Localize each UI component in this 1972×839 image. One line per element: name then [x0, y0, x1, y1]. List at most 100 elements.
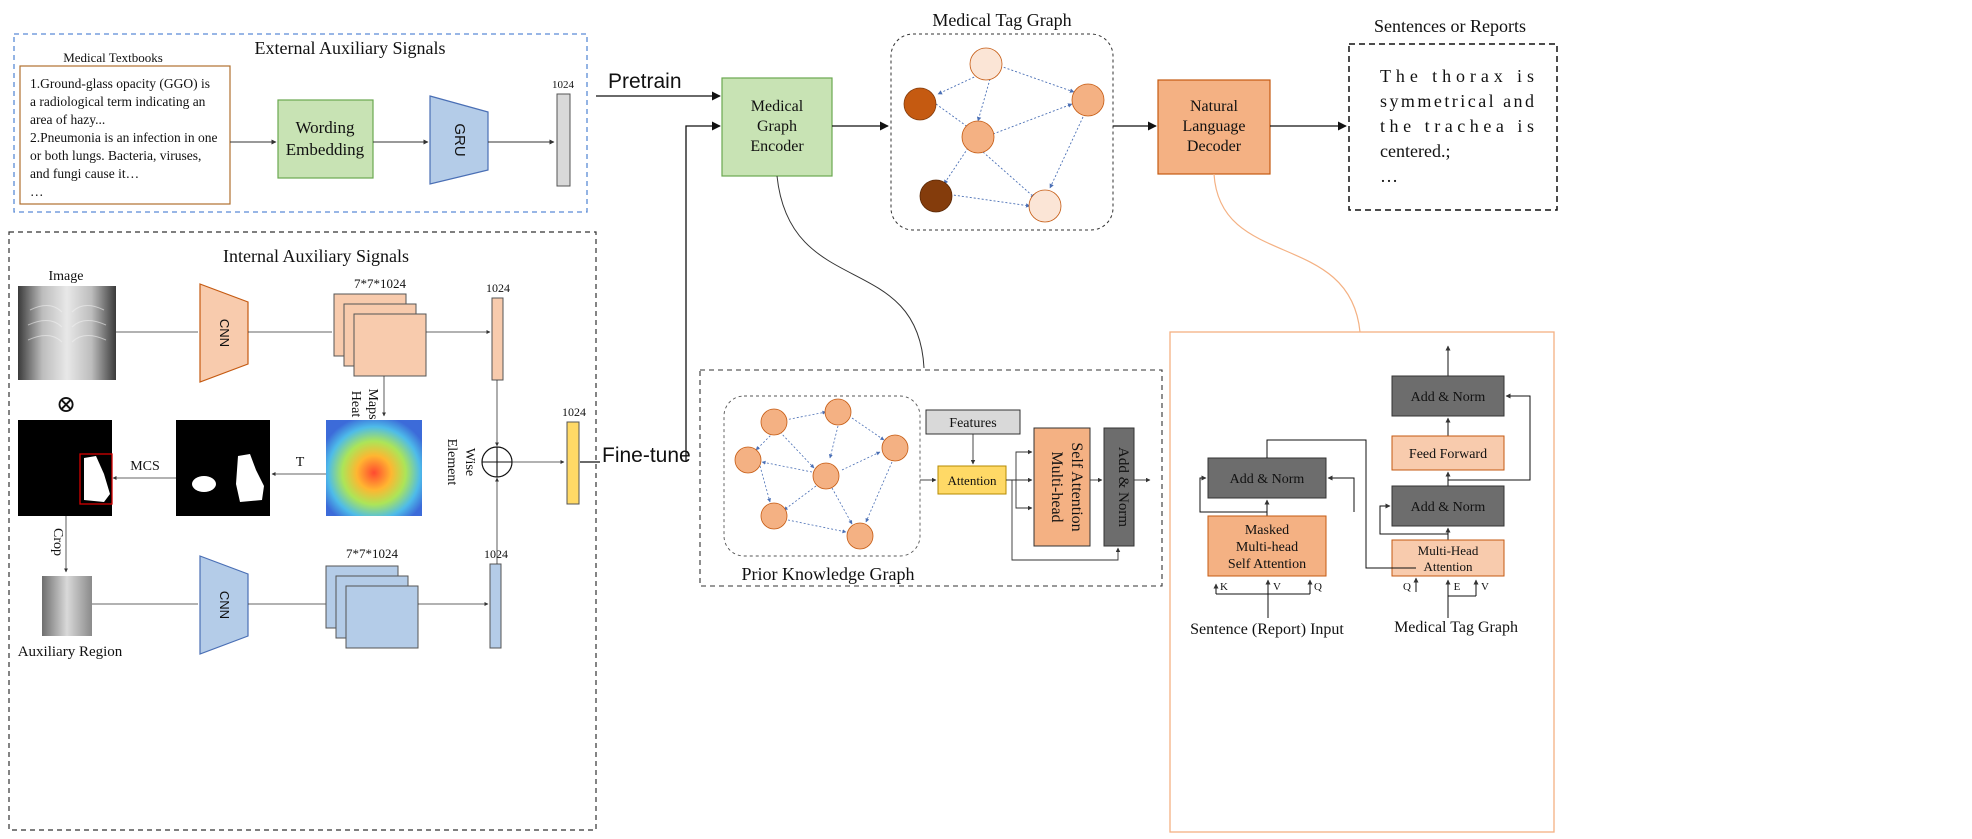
mha-label: Multi-Head — [1418, 543, 1479, 558]
prior-knowledge-panel: Prior Knowledge Graph Features Attention… — [699, 369, 1163, 587]
prior-node — [734, 446, 762, 474]
tag-node — [1028, 189, 1062, 223]
internal-signals-panel: Internal Auxiliary Signals Image ⊗ CNN 7… — [8, 231, 597, 831]
tag-graph-input-label: Medical Tag Graph — [1394, 619, 1518, 636]
masked-label: Self Attention — [1228, 557, 1306, 572]
gru-label: GRU — [451, 123, 468, 156]
tag-graph-title: Medical Tag Graph — [932, 10, 1071, 30]
tag-node — [961, 120, 995, 154]
maps-label: Maps — [365, 388, 380, 419]
multi-head-attention-box — [1391, 539, 1505, 577]
wording-embedding-label: Embedding — [286, 140, 365, 159]
element-label: Element — [444, 439, 459, 486]
finetune-arrow — [685, 121, 721, 462]
natural-language-decoder — [1157, 79, 1271, 175]
heat-map-image — [326, 420, 422, 516]
vec-dim-bottom: 1024 — [484, 547, 508, 561]
multiply-symbol: ⊗ — [56, 392, 76, 418]
tag-node — [919, 179, 953, 213]
prior-add-norm-label: Add & Norm — [1115, 447, 1131, 527]
decoder-add-norm-top — [1391, 375, 1505, 417]
decoder-label: Natural — [1190, 98, 1239, 115]
tag-node — [969, 47, 1003, 81]
textbook-line: and fungi cause it… — [30, 166, 139, 181]
finetune-label: Fine-tune — [602, 444, 691, 467]
encoder-label: Encoder — [750, 138, 804, 155]
fused-vector — [566, 421, 580, 505]
vector-top — [491, 297, 504, 381]
sentence-input-label: Sentence (Report) Input — [1190, 621, 1344, 638]
wording-embedding-box — [277, 99, 374, 179]
attention-label: Attention — [947, 473, 997, 488]
prior-node — [881, 434, 909, 462]
gru-block — [429, 95, 489, 185]
cnn-label-top: CNN — [217, 319, 232, 347]
feature-dim-bottom: 7*7*1024 — [346, 546, 399, 561]
masked-label: Masked — [1245, 523, 1289, 538]
feature-map — [345, 585, 419, 649]
add-norm-label: Add & Norm — [1411, 500, 1486, 515]
reports-box: Sentences or Reports The thorax is symme… — [1348, 16, 1558, 211]
external-vector — [556, 93, 571, 187]
report-line: … — [1380, 166, 1398, 186]
cnn-block-bottom — [199, 555, 249, 655]
tag-node — [1071, 83, 1105, 117]
vec-dim-top: 1024 — [486, 281, 510, 295]
auxiliary-region-image — [42, 576, 92, 636]
heat-label: Heat — [348, 391, 363, 418]
encoder-label: Graph — [757, 118, 797, 135]
feature-dim-top: 7*7*1024 — [354, 276, 407, 291]
masked-attention-box — [1207, 515, 1327, 577]
mask-image — [176, 420, 270, 516]
report-line: centered.; — [1380, 141, 1450, 161]
medical-graph-encoder — [721, 77, 833, 177]
q-label: Q — [1314, 581, 1322, 593]
feed-forward-box — [1391, 435, 1505, 471]
textbook-line: 1.Ground-glass opacity (GGO) is — [30, 76, 210, 91]
crop-box — [79, 453, 113, 505]
cnn-block-top — [199, 283, 249, 383]
external-vec-dim: 1024 — [552, 79, 575, 91]
medical-tag-graph: Medical Tag Graph — [890, 10, 1114, 231]
internal-title: Internal Auxiliary Signals — [223, 246, 409, 266]
prior-title: Prior Knowledge Graph — [742, 564, 915, 584]
prior-node — [760, 502, 788, 530]
textbook-box — [19, 65, 231, 205]
encoder-prior-connector — [776, 175, 925, 369]
mhsa-label: Self Attention — [1068, 442, 1085, 531]
reports-title: Sentences or Reports — [1374, 16, 1526, 36]
crop-label: Crop — [50, 528, 65, 556]
prior-add-norm-box — [1103, 427, 1135, 547]
xray-image — [18, 286, 116, 380]
t-label: T — [296, 455, 305, 470]
k-label: K — [1220, 581, 1228, 593]
decoder-label: Decoder — [1187, 138, 1242, 155]
mhsa-box — [1033, 427, 1091, 547]
feature-map — [353, 313, 427, 377]
aux-region-label: Auxiliary Region — [18, 644, 123, 660]
mhsa-label: Multi-head — [1048, 451, 1065, 522]
v-label: V — [1273, 581, 1281, 593]
attention-box — [937, 465, 1007, 495]
tag-node — [903, 87, 937, 121]
textbook-line: … — [30, 184, 44, 199]
transformer-panel: Add & Norm Feed Forward Add & Norm Multi… — [1169, 331, 1555, 833]
mha-label: Attention — [1423, 559, 1473, 574]
prior-node — [846, 522, 874, 550]
textbook-title: Medical Textbooks — [63, 50, 163, 65]
mcs-label: MCS — [130, 459, 160, 474]
textbook-line: 2.Pneumonia is an infection in one — [30, 130, 217, 145]
decoder-transformer-connector — [1213, 173, 1361, 333]
wording-embedding-label: Wording — [295, 118, 355, 137]
feed-forward-label: Feed Forward — [1409, 447, 1487, 462]
textbook-line: or both lungs. Bacteria, viruses, — [30, 148, 201, 163]
fused-vec-dim: 1024 — [562, 405, 586, 419]
prior-node — [760, 408, 788, 436]
pretrain-label: Pretrain — [608, 70, 682, 93]
image-label: Image — [49, 269, 84, 284]
add-norm-label: Add & Norm — [1411, 390, 1486, 405]
features-label: Features — [949, 416, 996, 431]
textbook-text: 1.Ground-glass opacity (GGO) is a radiol… — [30, 76, 217, 199]
decoder-label: Language — [1182, 118, 1245, 135]
